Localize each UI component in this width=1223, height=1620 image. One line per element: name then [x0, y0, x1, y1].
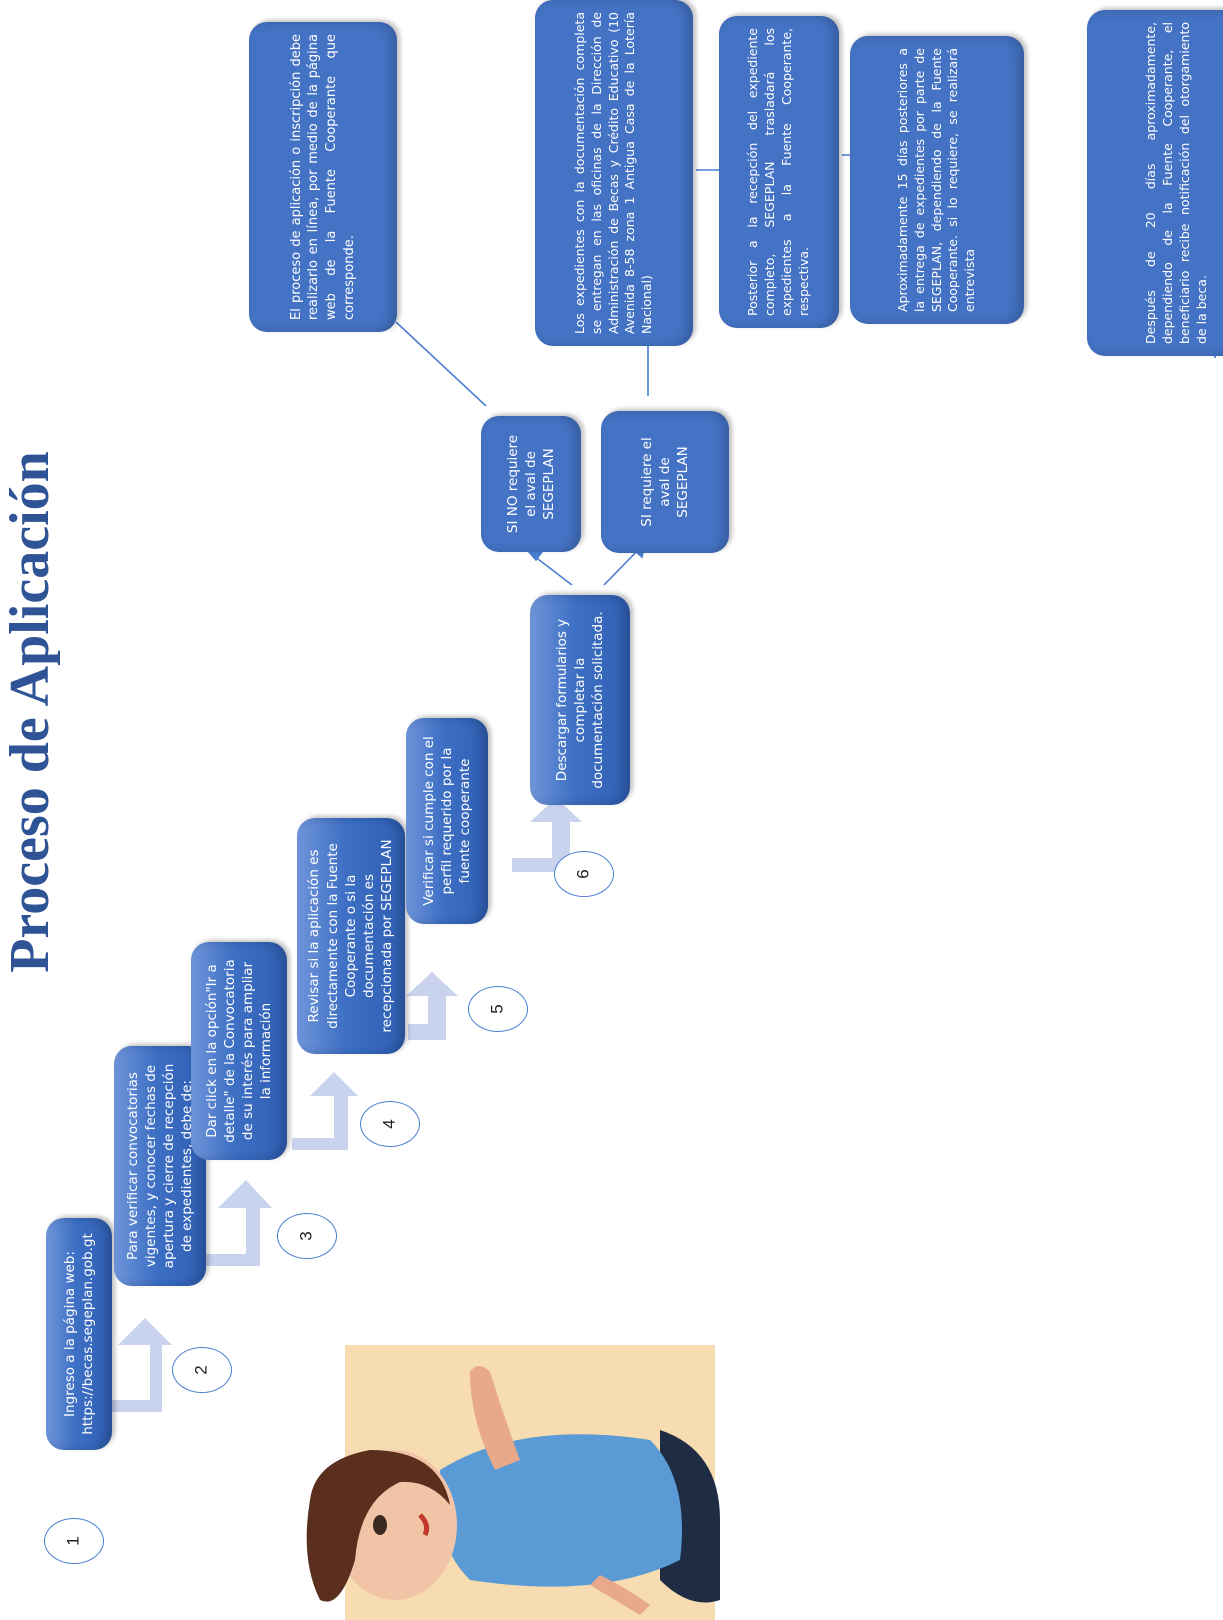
- woman-eye: [373, 1515, 387, 1535]
- branch-no-aval-box: SI NO requiere el aval de SEGEPLAN: [481, 416, 581, 552]
- stair-arrow-2: [192, 1180, 272, 1266]
- woman-hair: [306, 1450, 450, 1602]
- line-no-aval-online: [395, 321, 487, 407]
- note-notification-box: Después de 20 días aproximadamente, depe…: [1087, 10, 1223, 356]
- step-5-number: 5: [468, 986, 528, 1032]
- arrow-to-si-aval: [603, 547, 641, 586]
- step-1-number: 1: [44, 1518, 104, 1564]
- woman-shirt: [438, 1434, 682, 1587]
- note-online-box: El proceso de aplicación o inscripción d…: [249, 22, 397, 332]
- step-6-box: Descargar formularios y completar la doc…: [530, 595, 630, 805]
- note-interview-box: Aproximadamente 15 días posteriores a la…: [850, 36, 1024, 324]
- note-transfer-box: Posterior a la recepción del expediente …: [719, 16, 839, 328]
- arrow-to-no-aval: [533, 555, 573, 586]
- step-4-box: Revisar si la aplicación es directamente…: [297, 818, 405, 1054]
- step-5-box: Verificar si cumple con el perfil requer…: [406, 718, 488, 924]
- stair-arrows: [88, 798, 582, 1412]
- step-6-number: 6: [554, 851, 614, 897]
- woman-raised-arm: [470, 1366, 520, 1470]
- branch-si-aval-box: SI requiere el aval de SEGEPLAN: [601, 411, 729, 553]
- stair-arrow-4: [406, 972, 458, 1040]
- step-4-number: 4: [360, 1101, 420, 1147]
- stair-arrow-1: [88, 1318, 172, 1412]
- step-3-box: Dar click en la opción"Ir a detalle" de …: [191, 942, 287, 1160]
- step-3-number: 3: [277, 1213, 337, 1259]
- step-1-box: Ingreso a la página web: https://becas.s…: [46, 1218, 112, 1450]
- stair-arrow-3: [292, 1072, 358, 1150]
- step-2-number: 2: [172, 1347, 232, 1393]
- stair-arrow-5: [512, 798, 582, 872]
- note-delivery-box: Los expedientes con la documentación com…: [535, 0, 693, 346]
- woman-lips: [418, 1513, 430, 1537]
- woman-lower-arm: [590, 1575, 650, 1615]
